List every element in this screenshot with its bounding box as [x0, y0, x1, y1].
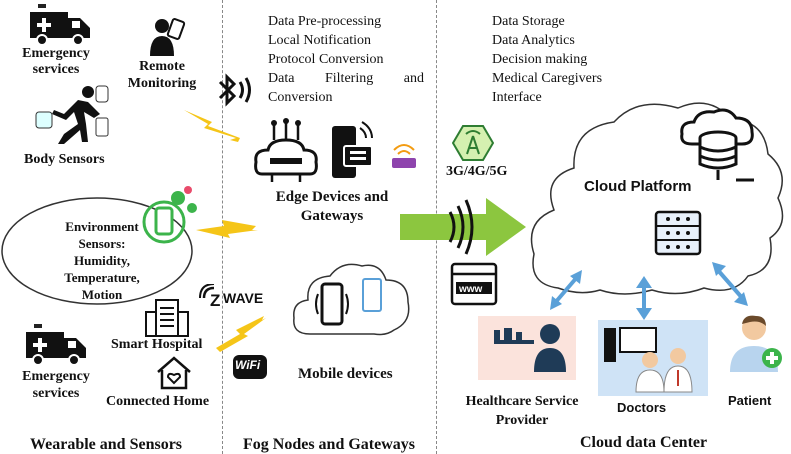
smart-hospital-label: Smart Hospital	[111, 337, 203, 352]
wifi-icon	[233, 355, 267, 379]
cloud-function-item: Interface	[492, 90, 542, 105]
edge-devices-label: Edge Devices and Gateways	[275, 189, 389, 224]
cloud-functions: Data Storage Data Analytics Decision mak…	[492, 12, 602, 107]
zwave-label: WAVE	[223, 290, 264, 306]
doctor-tablet-icon	[150, 18, 186, 56]
healthcare-provider-label: Healthcare Service Provider	[465, 394, 579, 428]
cloud-function-item: Decision making	[492, 52, 588, 67]
cell-tower-icon	[452, 125, 494, 161]
ambulance-icon	[30, 4, 90, 46]
wifi-label: WiFi	[235, 358, 261, 372]
data-transfer-arrow	[400, 198, 526, 256]
cloud-function-item: Data Analytics	[492, 33, 575, 48]
ambulance-icon-bottom	[26, 324, 86, 366]
cloud-function-item: Data Storage	[492, 14, 565, 29]
browser-icon	[450, 262, 498, 306]
fog-function-item: Protocol Conversion	[268, 52, 384, 67]
patient-icon	[730, 315, 782, 372]
cloud-function-item: Medical Caregivers	[492, 71, 603, 86]
tablet-icon	[362, 278, 382, 312]
section-title-wearable: Wearable and Sensors	[30, 436, 183, 453]
arrow-to-doctors	[636, 276, 652, 320]
section-title-cloud: Cloud data Center	[580, 434, 708, 451]
remote-monitoring-label: Remote Monitoring	[127, 59, 197, 91]
arrow-to-patient	[712, 262, 748, 306]
filtering-word: and	[403, 71, 424, 86]
network-label: 3G/4G/5G	[446, 164, 508, 179]
cloud-platform-label: Cloud Platform	[584, 178, 692, 195]
wifi-router-icon	[392, 144, 416, 168]
doctors-icon	[598, 320, 708, 396]
emergency-services-top: Emergency services	[22, 46, 90, 77]
arrow-to-healthcare	[550, 270, 582, 310]
mobile-phone-icon	[315, 282, 349, 326]
server-icon	[654, 210, 702, 256]
edge-router-icon	[254, 118, 318, 182]
body-sensors-label: Body Sensors	[24, 152, 105, 167]
mobile-cloud	[293, 263, 410, 336]
section-title-fog: Fog Nodes and Gateways	[243, 436, 416, 453]
sensor-drop-icon	[142, 186, 197, 244]
wireless-bolt-top	[184, 110, 242, 142]
environment-sensors-label: Environment Sensors: Humidity, Temperatu…	[64, 219, 140, 302]
filtering-word: Filtering	[324, 71, 374, 86]
wireless-bolt-bottom	[216, 316, 266, 352]
hospital-icon	[145, 299, 189, 337]
connected-home-label: Connected Home	[106, 394, 210, 409]
fog-function-item: Data Pre-processing	[268, 14, 382, 29]
doctors-label: Doctors	[617, 400, 667, 415]
fog-function-item: Local Notification	[268, 33, 372, 48]
mobile-devices-label: Mobile devices	[298, 366, 393, 382]
fog-function-filtering: Data Filtering and	[268, 69, 424, 88]
wireless-bolt-middle	[196, 220, 258, 238]
www-label: www	[459, 284, 483, 295]
zwave-icon: Z	[199, 284, 220, 310]
healthcare-provider-icon	[478, 316, 576, 380]
svg-text:Z: Z	[210, 291, 220, 310]
filtering-word: Data	[268, 71, 295, 86]
home-icon	[157, 356, 191, 390]
patient-label: Patient	[728, 393, 772, 408]
edge-phone-icon	[332, 121, 373, 178]
cloud-database-icon	[680, 108, 754, 182]
fog-function-item: Conversion	[268, 90, 333, 105]
bluetooth-icon	[218, 73, 251, 107]
emergency-services-bottom: Emergency services	[22, 369, 90, 401]
runner-icon	[35, 85, 109, 144]
fog-functions: Data Pre-processing Local Notification P…	[268, 12, 424, 107]
